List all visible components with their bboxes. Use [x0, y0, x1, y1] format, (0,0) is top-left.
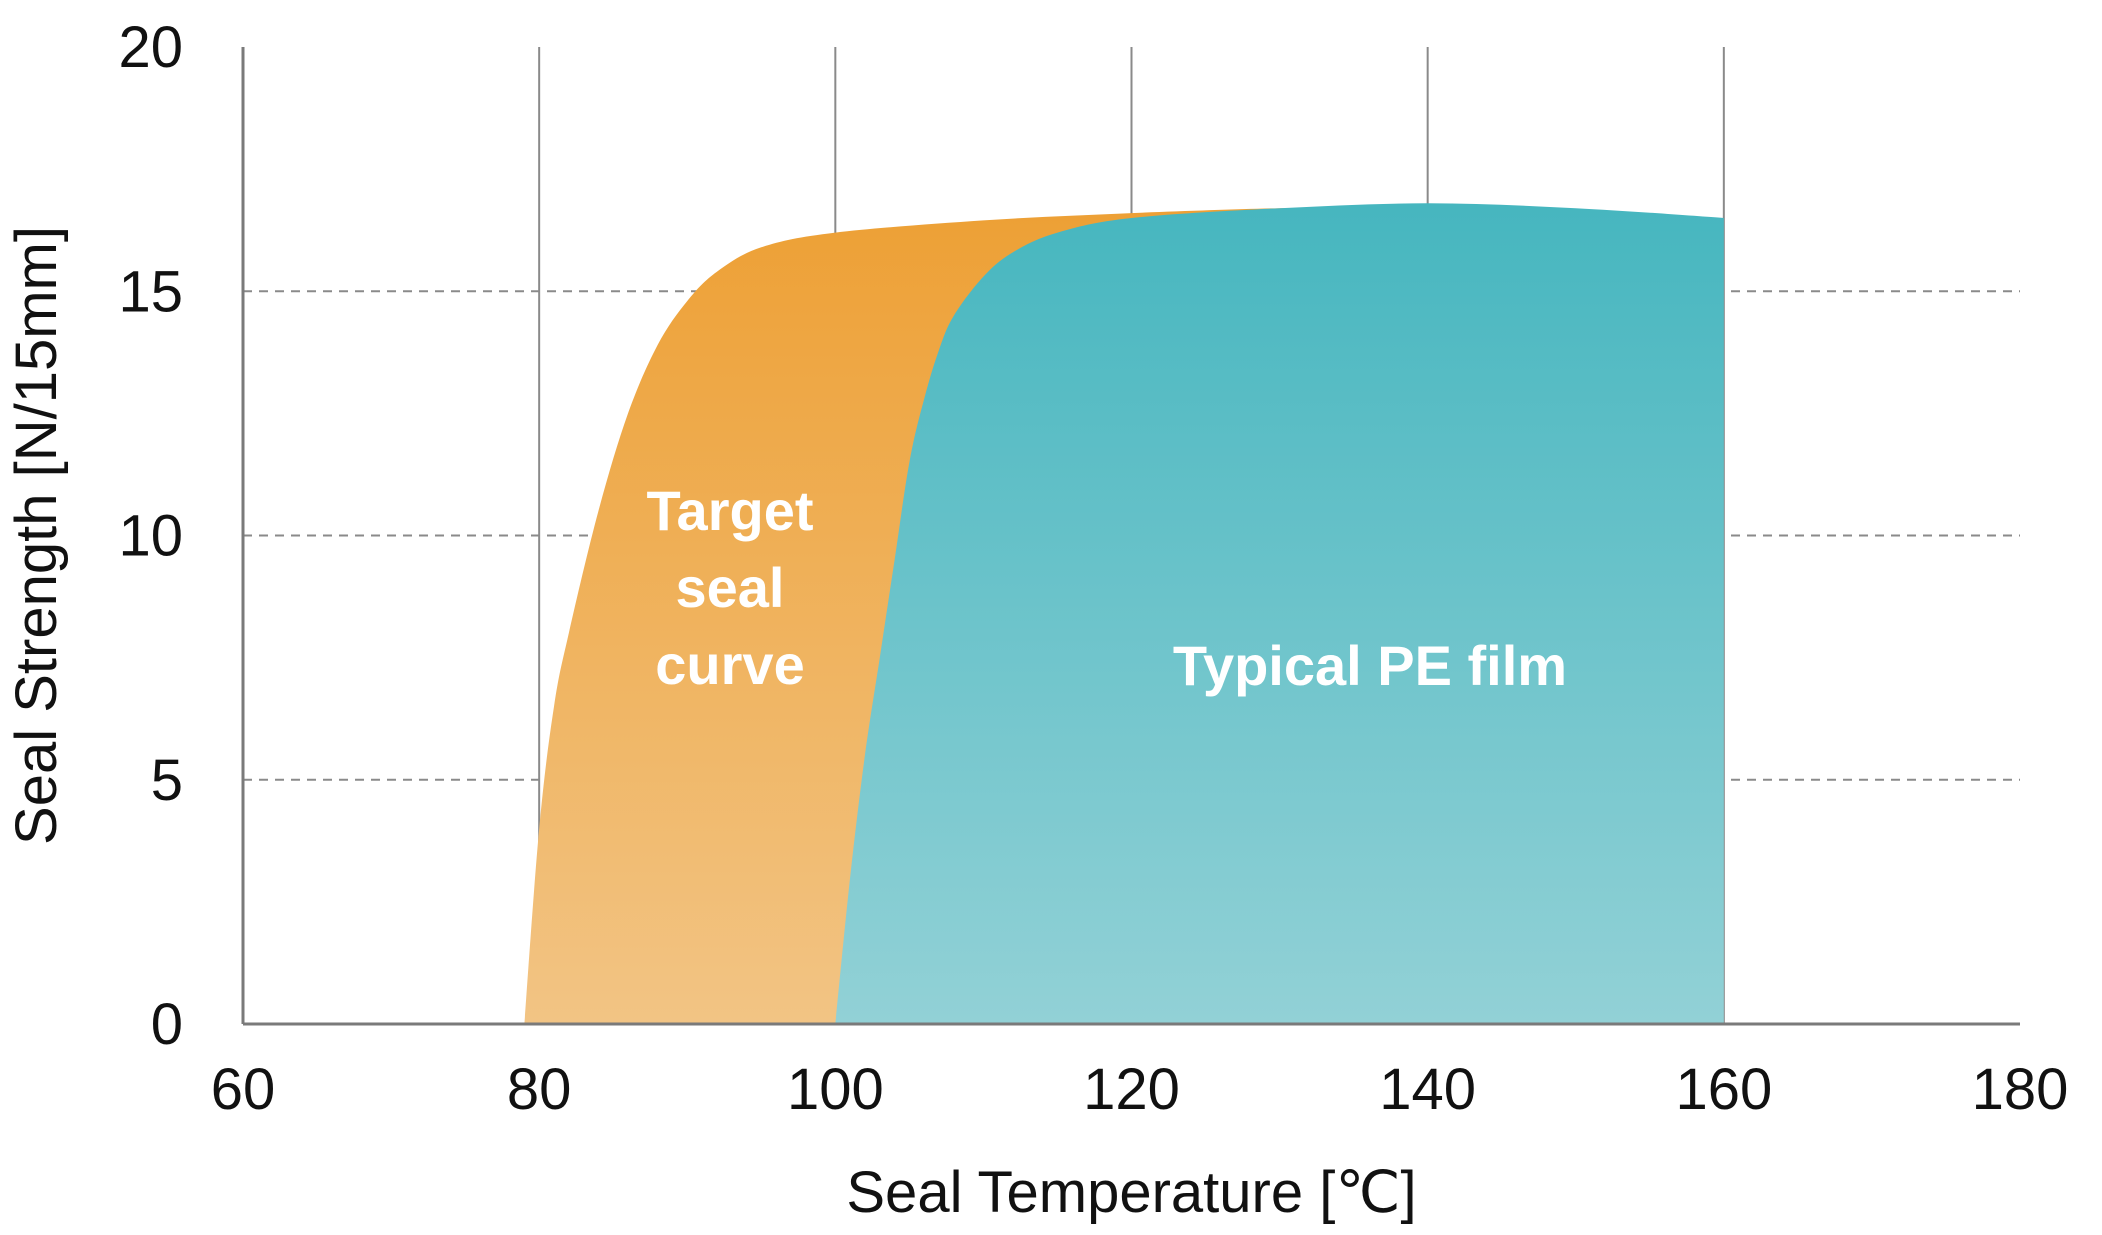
target-seal-curve-label-line: Target	[647, 479, 814, 542]
x-tick-label: 140	[1379, 1057, 1476, 1122]
y-tick-label: 5	[151, 748, 183, 813]
y-tick-label: 0	[151, 992, 183, 1057]
axis-layer	[241, 47, 2020, 1026]
target-seal-curve-label-line: seal	[676, 556, 785, 619]
typical-pe-film-label: Typical PE film	[1173, 634, 1567, 697]
target-seal-curve-label: Target seal curve	[647, 479, 814, 696]
x-axis-title: Seal Temperature [℃]	[846, 1160, 1416, 1225]
y-tick-label: 10	[118, 504, 183, 569]
y-tick-label: 15	[118, 259, 183, 324]
y-tick-label: 20	[118, 15, 183, 80]
x-tick-label: 160	[1675, 1057, 1772, 1122]
x-tick-label: 100	[787, 1057, 884, 1122]
y-axis-title: Seal Strength [N/15mm]	[4, 226, 69, 845]
y-tick-labels: 0 5 10 15 20	[118, 15, 183, 1057]
x-tick-label: 120	[1083, 1057, 1180, 1122]
x-tick-labels: 60 80 100 120 140 160 180	[211, 1057, 2069, 1122]
typical-pe-film-area	[835, 203, 1724, 1025]
x-tick-label: 180	[1972, 1057, 2069, 1122]
x-tick-label: 80	[507, 1057, 572, 1122]
target-seal-curve-label-line: curve	[655, 633, 804, 696]
x-tick-label: 60	[211, 1057, 276, 1122]
